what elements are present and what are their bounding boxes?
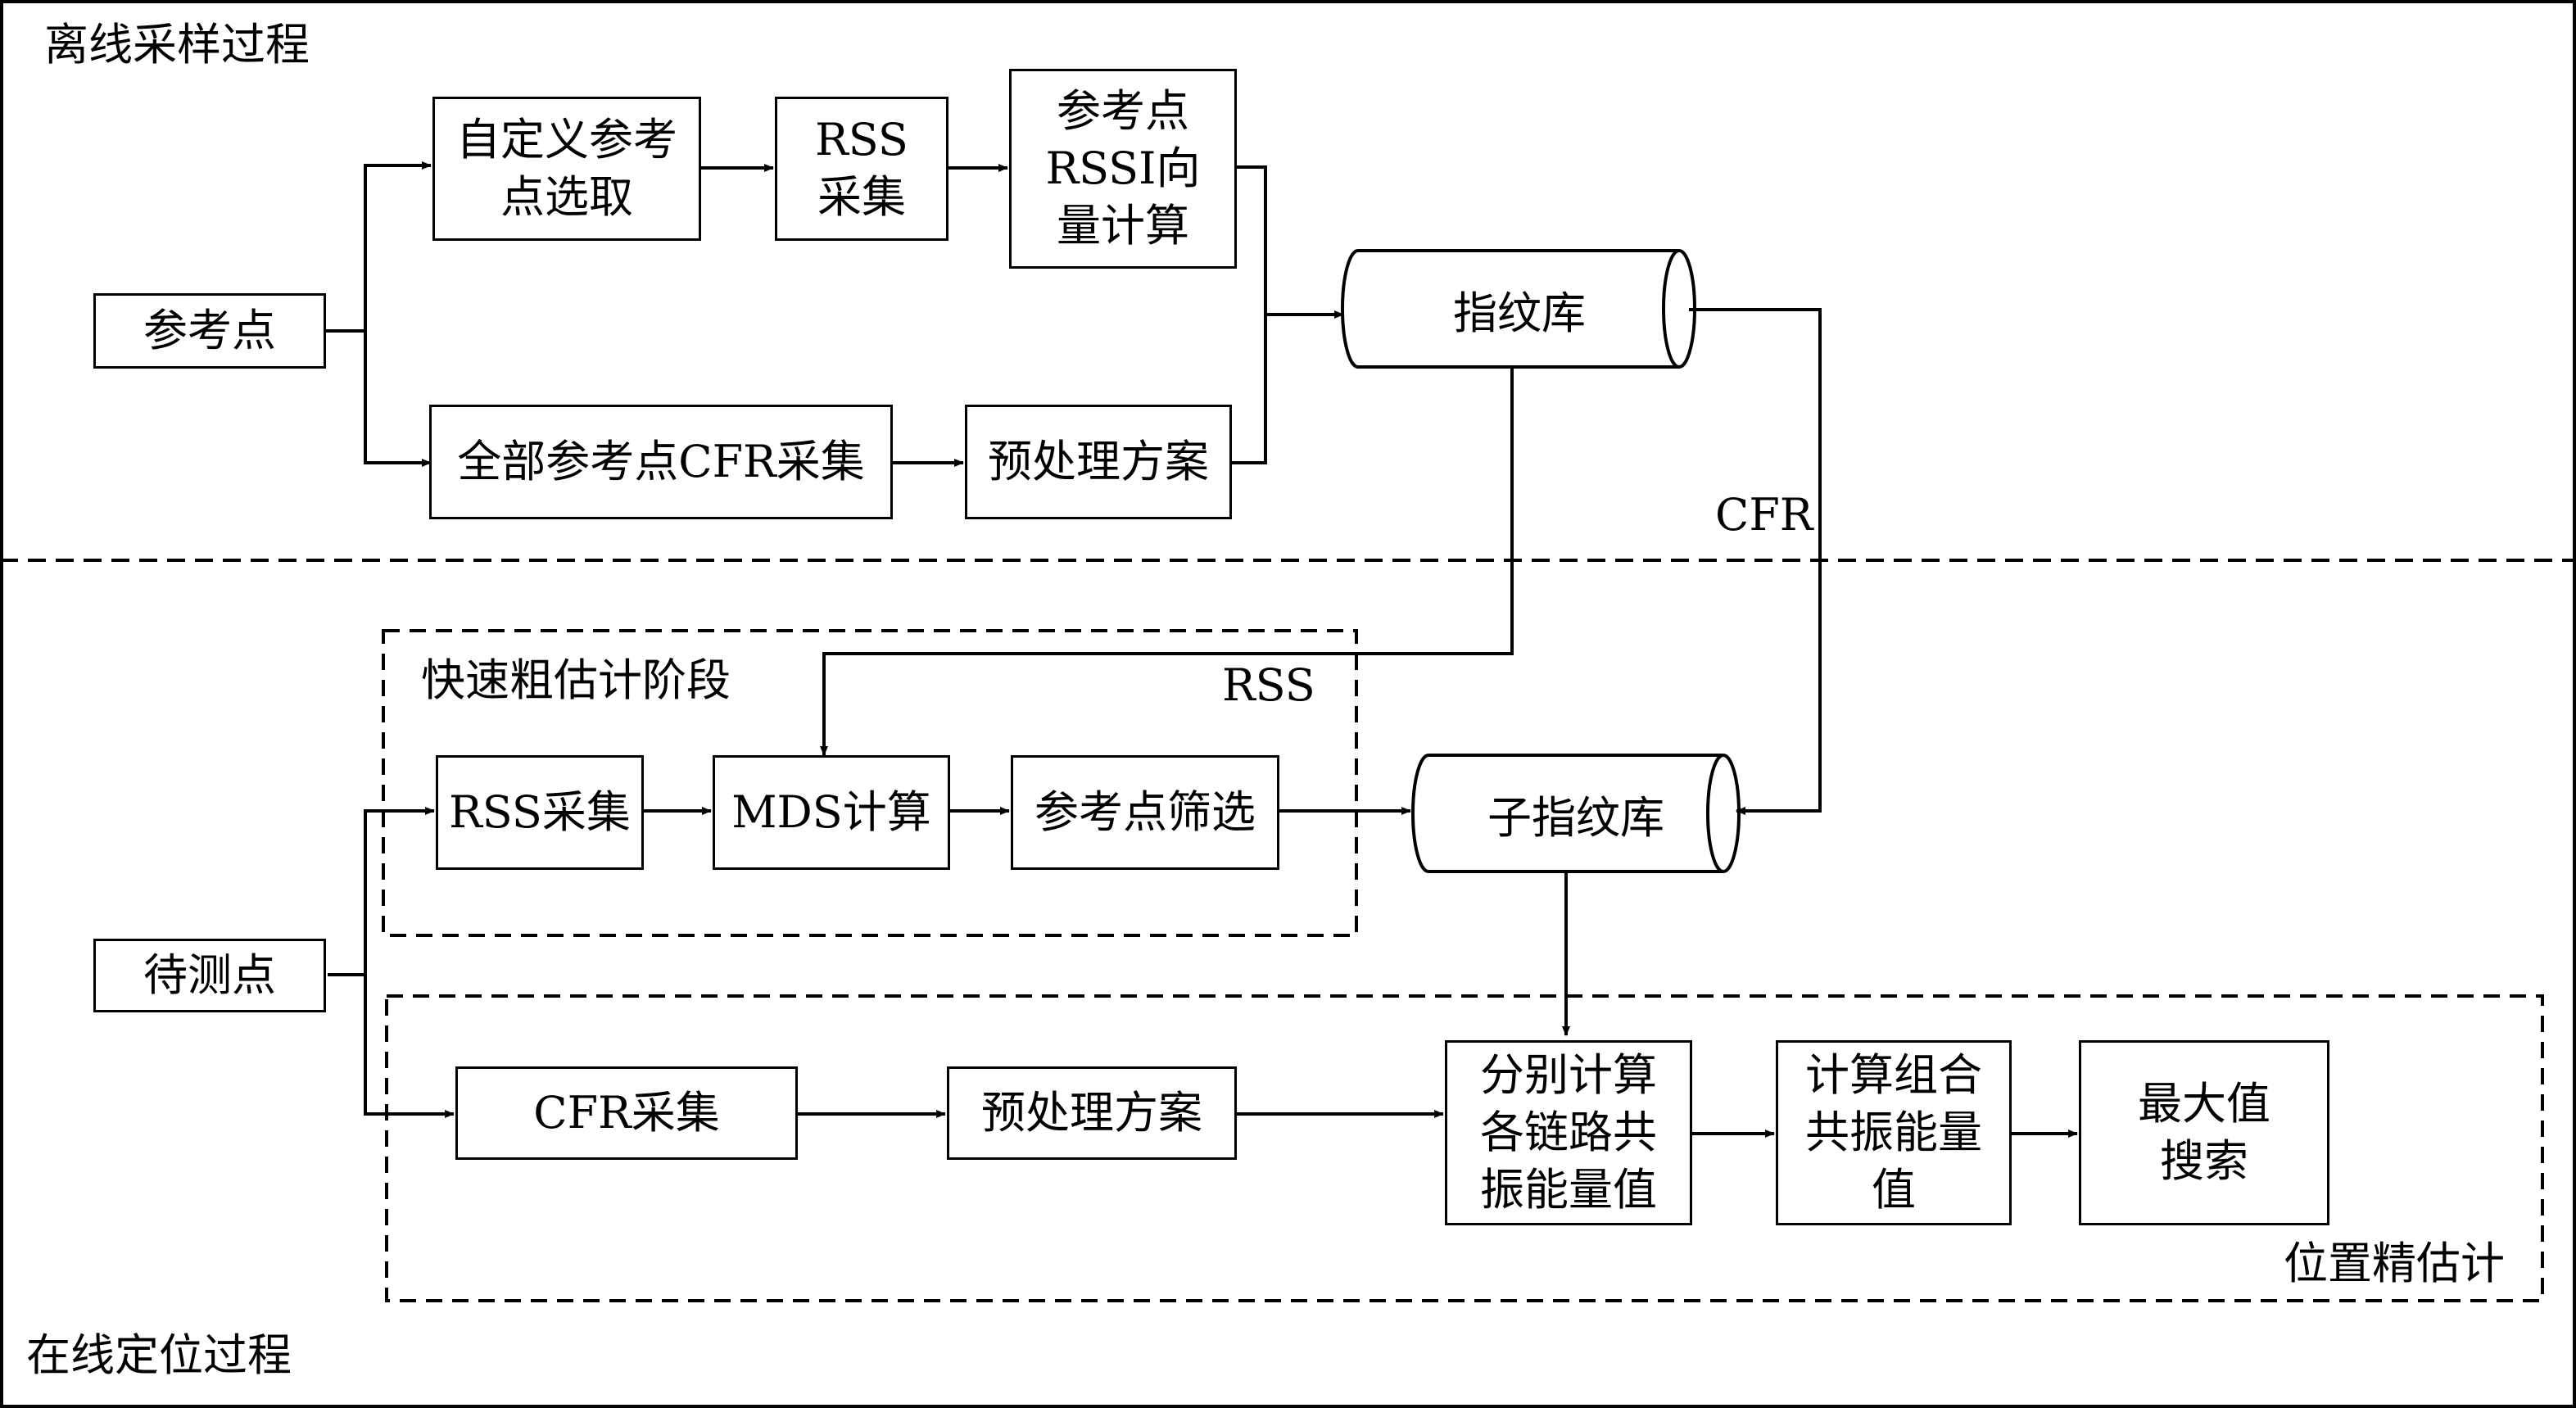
arrow-test-to-cfr	[364, 975, 455, 1118]
test-point-node: 待测点	[93, 939, 326, 1012]
fingerprint-db-label: 指纹库	[1453, 287, 1586, 339]
preprocess-online-node: 预处理方案	[947, 1066, 1237, 1160]
preprocess-offline-node: 预处理方案	[965, 405, 1232, 519]
arrow-ref-to-cfr	[364, 331, 432, 467]
custom-ref-select-node: 自定义参考 点选取	[432, 97, 701, 241]
all-ref-cfr-collect-node: 全部参考点CFR采集	[429, 405, 893, 519]
arrow-db-rss-to-mds	[820, 369, 1514, 756]
rss-collect-offline-node: RSS 采集	[775, 97, 948, 241]
edge-label-cfr: CFR	[1715, 489, 1813, 541]
rss-collect-online-node: RSS采集	[436, 755, 644, 870]
sub-fingerprint-db-label: 子指纹库	[1487, 791, 1664, 844]
combined-resonance-node: 计算组合 共振能量 值	[1776, 1040, 2012, 1225]
offline-section-title: 离线采样过程	[44, 19, 310, 70]
edge-label-rss: RSS	[1222, 659, 1315, 711]
fingerprint-db-cylinder	[1341, 249, 1696, 369]
max-search-node: 最大值 搜索	[2079, 1040, 2329, 1225]
rssi-vector-node: 参考点 RSSI向 量计算	[1009, 69, 1237, 269]
cfr-collect-online-node: CFR采集	[455, 1066, 798, 1160]
ref-point-node: 参考点	[93, 293, 326, 369]
mds-calc-node: MDS计算	[713, 755, 950, 870]
arrow-test-to-rss	[328, 807, 435, 976]
per-link-resonance-node: 分别计算 各链路共 振能量值	[1445, 1040, 1692, 1225]
sub-fingerprint-db-cylinder	[1411, 754, 1741, 873]
coarse-stage-title: 快速粗估计阶段	[421, 654, 731, 706]
ref-filter-node: 参考点筛选	[1011, 755, 1279, 870]
fine-stage-title: 位置精估计	[2284, 1238, 2505, 1289]
arrow-ref-to-custom	[324, 161, 432, 333]
arrow-db-cfr-to-subdb	[1689, 308, 1822, 815]
fine-stage-frame	[385, 994, 2544, 1302]
online-section-title: 在线定位过程	[26, 1329, 292, 1381]
coarse-stage-frame	[382, 629, 1358, 937]
